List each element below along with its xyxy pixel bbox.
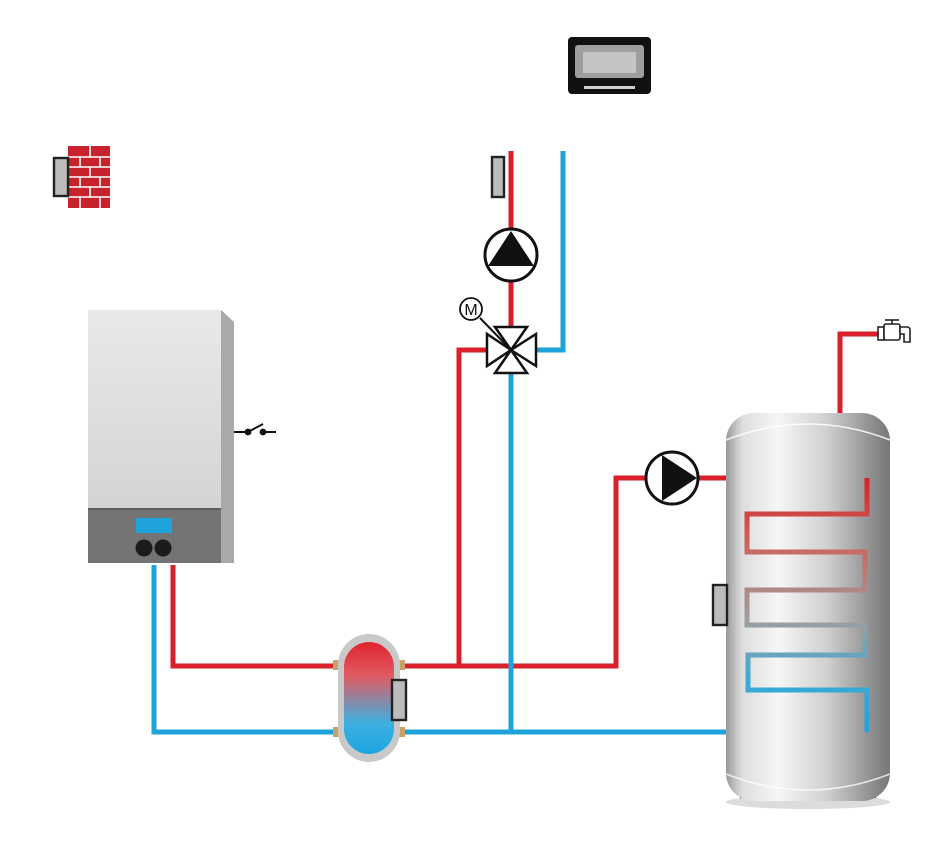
- boiler[interactable]: [88, 310, 234, 563]
- hydraulic-separator-sensor: [390, 678, 408, 722]
- boiler-knob-left[interactable]: [135, 539, 153, 557]
- room-controller[interactable]: [568, 37, 651, 94]
- heating-circuit-flow-sensor: [490, 155, 506, 199]
- boiler-display: [136, 518, 172, 533]
- dhw-charge-pump[interactable]: [644, 450, 700, 506]
- mixing-valve-motor-label: M: [464, 302, 477, 319]
- hydraulic-separator: [333, 634, 405, 762]
- dhw-tank-sensor: [711, 583, 729, 627]
- mixing-valve-motor-icon: [459, 297, 483, 321]
- boiler-knob-right[interactable]: [154, 539, 172, 557]
- tank-heating-coil: [744, 478, 870, 732]
- outdoor-sensor: [52, 146, 110, 208]
- outdoor-sensor-probe-icon: [52, 156, 70, 198]
- hot-water-tap-icon[interactable]: [877, 319, 911, 343]
- heating-circuit-pump[interactable]: [483, 227, 539, 283]
- dhw-storage-tank: [725, 413, 891, 809]
- boiler-switch[interactable]: [234, 423, 276, 436]
- motorized-mixing-valve[interactable]: M: [459, 297, 538, 375]
